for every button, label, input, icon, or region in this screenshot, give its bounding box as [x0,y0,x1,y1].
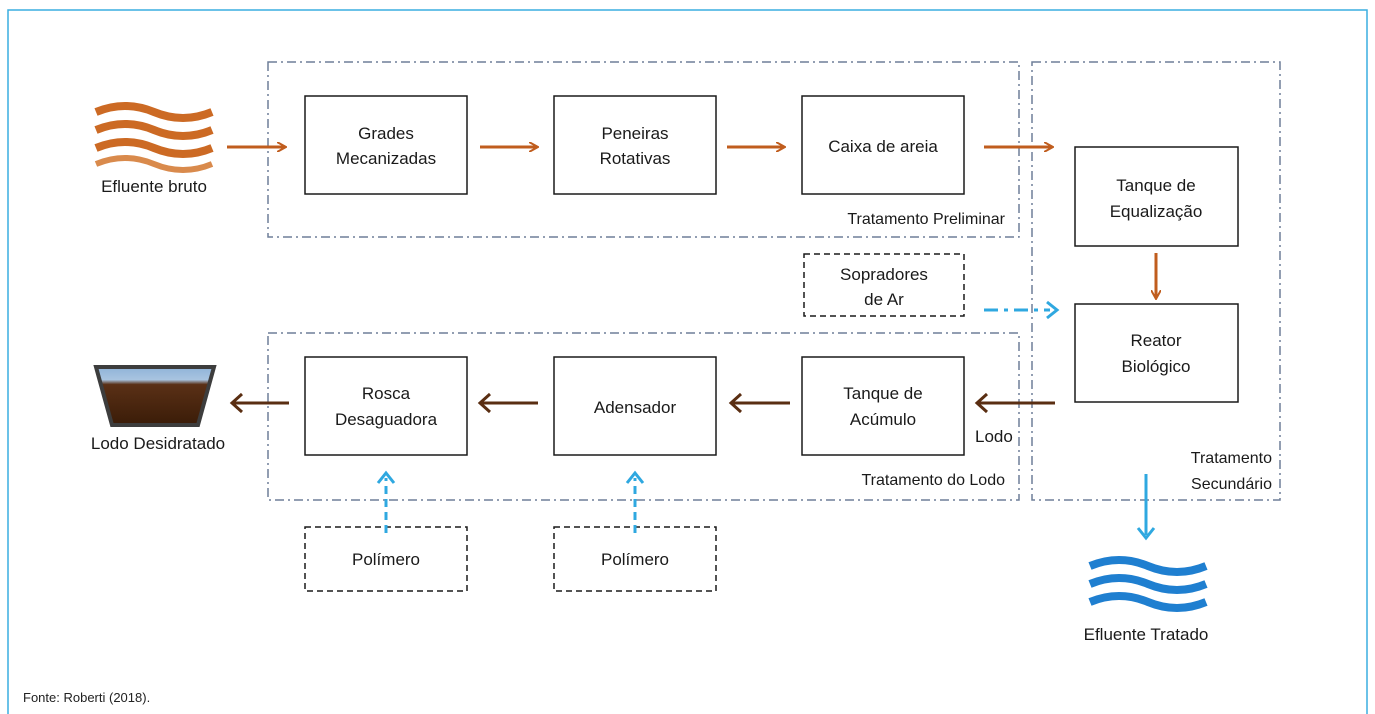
node-reator-biologico-line-2: Biológico [1122,357,1191,376]
wavy-water-icon [94,102,214,173]
node-caixa-areia-line-1: Caixa de areia [828,137,938,156]
arrowhead-polimero1-to-rosca [376,470,396,484]
arrowhead-polimero2-to-adensador [625,470,645,484]
arrowhead-acumulo-to-adensador [728,392,743,414]
arrowhead-rosca-to-sludge [229,392,244,414]
node-reator-biologico-line-1: Reator [1130,331,1181,350]
node-polimero-2 [553,526,717,592]
node-rosca-desaguadora-line-1: Rosca [362,384,411,403]
node-grades [304,95,468,195]
figure-source: Fonte: Roberti (2018). [23,690,151,705]
arrowhead-adensador-to-rosca [477,392,492,414]
node-peneiras-line-1: Peneiras [601,124,668,143]
node-polimero-1-text: Polímero [352,550,420,569]
arrowhead-reator-to-acumulo [974,392,989,414]
node-tanque-equalizacao-line-1: Tanque de [1116,176,1195,195]
dewatered-sludge-label: Lodo Desidratado [91,434,225,453]
treated-effluent-label: Efluente Tratado [1084,625,1209,644]
node-sopradores-line-1: Sopradores [840,265,928,284]
region-preliminar [267,61,1020,238]
node-grades-line-1: Grades [358,124,414,143]
node-peneiras [553,95,717,195]
arrowhead-reator-to-treated [1136,527,1156,541]
node-peneiras-line-2: Rotativas [600,149,671,168]
node-adensador [553,356,717,456]
sludge-container-icon [93,365,217,427]
region-secundario [1031,61,1281,501]
wavy-water-icon [1088,556,1208,612]
figure-frame [7,9,1368,714]
node-rosca-desaguadora [304,356,468,456]
node-tanque-acumulo-line-1: Tanque de [843,384,922,403]
node-adensador-line-1: Adensador [594,398,677,417]
node-sopradores [803,253,965,317]
region-label-secundario-1: Tratamento [1191,450,1272,467]
node-sopradores-line-2: de Ar [864,290,904,309]
region-label-lodo: Tratamento do Lodo [862,472,1006,489]
node-tanque-acumulo [801,356,965,456]
raw-effluent-label: Efluente bruto [101,177,207,196]
node-tanque-acumulo-line-2: Acúmulo [850,410,916,429]
edge-label-lodo: Lodo [975,427,1013,446]
region-lodo [267,332,1020,501]
node-rosca-desaguadora-line-2: Desaguadora [335,410,438,429]
node-reator-biologico [1074,303,1239,403]
node-tanque-equalizacao-line-2: Equalização [1110,202,1203,221]
node-polimero-2-text: Polímero [601,550,669,569]
region-label-preliminar: Tratamento Preliminar [847,211,1005,228]
node-tanque-equalizacao [1074,146,1239,247]
region-label-secundario-2: Secundário [1191,476,1272,493]
arrowhead-sopradores-to-reator [1046,300,1060,320]
node-grades-line-2: Mecanizadas [336,149,436,168]
node-caixa-areia [801,95,965,195]
